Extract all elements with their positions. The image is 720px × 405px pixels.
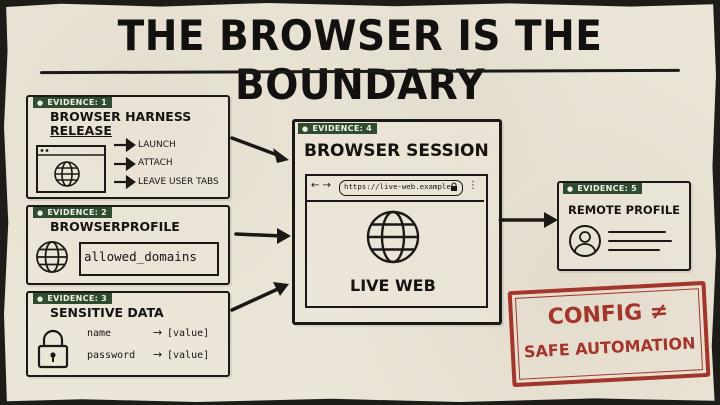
action-leave-user-tabs: LEAVE USER TABS (138, 177, 219, 187)
arrow-card3-to-session (230, 286, 282, 312)
card-heading-browserprofile: BROWSERPROFILE (50, 219, 180, 234)
arrow-card1-to-session (230, 136, 282, 158)
browser-session-panel (292, 119, 502, 325)
arrowhead-1 (273, 148, 289, 163)
arrow-card2-to-session (234, 232, 284, 238)
globe-icon (54, 161, 80, 187)
arrowhead-3 (273, 282, 289, 296)
lock-icon (37, 329, 69, 369)
browser-window-icon (36, 145, 106, 193)
lock-icon (451, 182, 457, 191)
arrowhead-4 (544, 212, 558, 228)
address-bar[interactable] (339, 180, 463, 196)
card-heading-sensitive: SENSITIVE DATA (50, 305, 164, 320)
sensitive-key-name: name (87, 328, 112, 339)
menu-icon[interactable]: ⋮ (468, 180, 478, 191)
action-attach: ATTACH (138, 158, 173, 168)
arrow-glyph: → (153, 348, 163, 361)
session-heading: BROWSER SESSION (304, 141, 489, 161)
evidence-tag-4: EVIDENCE: 4 (298, 123, 378, 134)
sensitive-key-password: password (87, 350, 136, 361)
arrowhead-2 (277, 228, 291, 244)
evidence-tag-2: EVIDENCE: 2 (33, 207, 113, 218)
sensitive-value-password: [value] (167, 350, 210, 361)
remote-profile-card (557, 181, 691, 271)
globe-icon (366, 210, 420, 264)
allowed-domains-field (79, 242, 219, 276)
browser-toolbar (305, 200, 484, 202)
address-bar-url: https://live-web.example (344, 182, 451, 191)
evidence-tag-5: EVIDENCE: 5 (563, 183, 643, 194)
config-stamp: CONFIG ≠ SAFE AUTOMATION (507, 280, 711, 388)
sensitive-value-name: [value] (167, 328, 210, 339)
user-profile-icon (569, 225, 672, 257)
action-launch: LAUNCH (138, 140, 176, 150)
card-heading-release: RELEASE (50, 123, 112, 138)
browser-window (305, 174, 488, 308)
arrow-glyph: → (153, 326, 163, 339)
evidence-tag-1: EVIDENCE: 1 (33, 97, 113, 108)
back-forward-icon: ← → (311, 180, 331, 191)
globe-icon (36, 241, 68, 273)
action-arrows (114, 137, 136, 190)
evidence-tag-3: EVIDENCE: 3 (33, 293, 113, 304)
card-heading-harness: BROWSER HARNESS (50, 109, 192, 124)
remote-heading: REMOTE PROFILE (568, 203, 681, 217)
allowed-domains-label: allowed_domains (84, 249, 197, 264)
live-web-label: LIVE WEB (350, 276, 436, 295)
